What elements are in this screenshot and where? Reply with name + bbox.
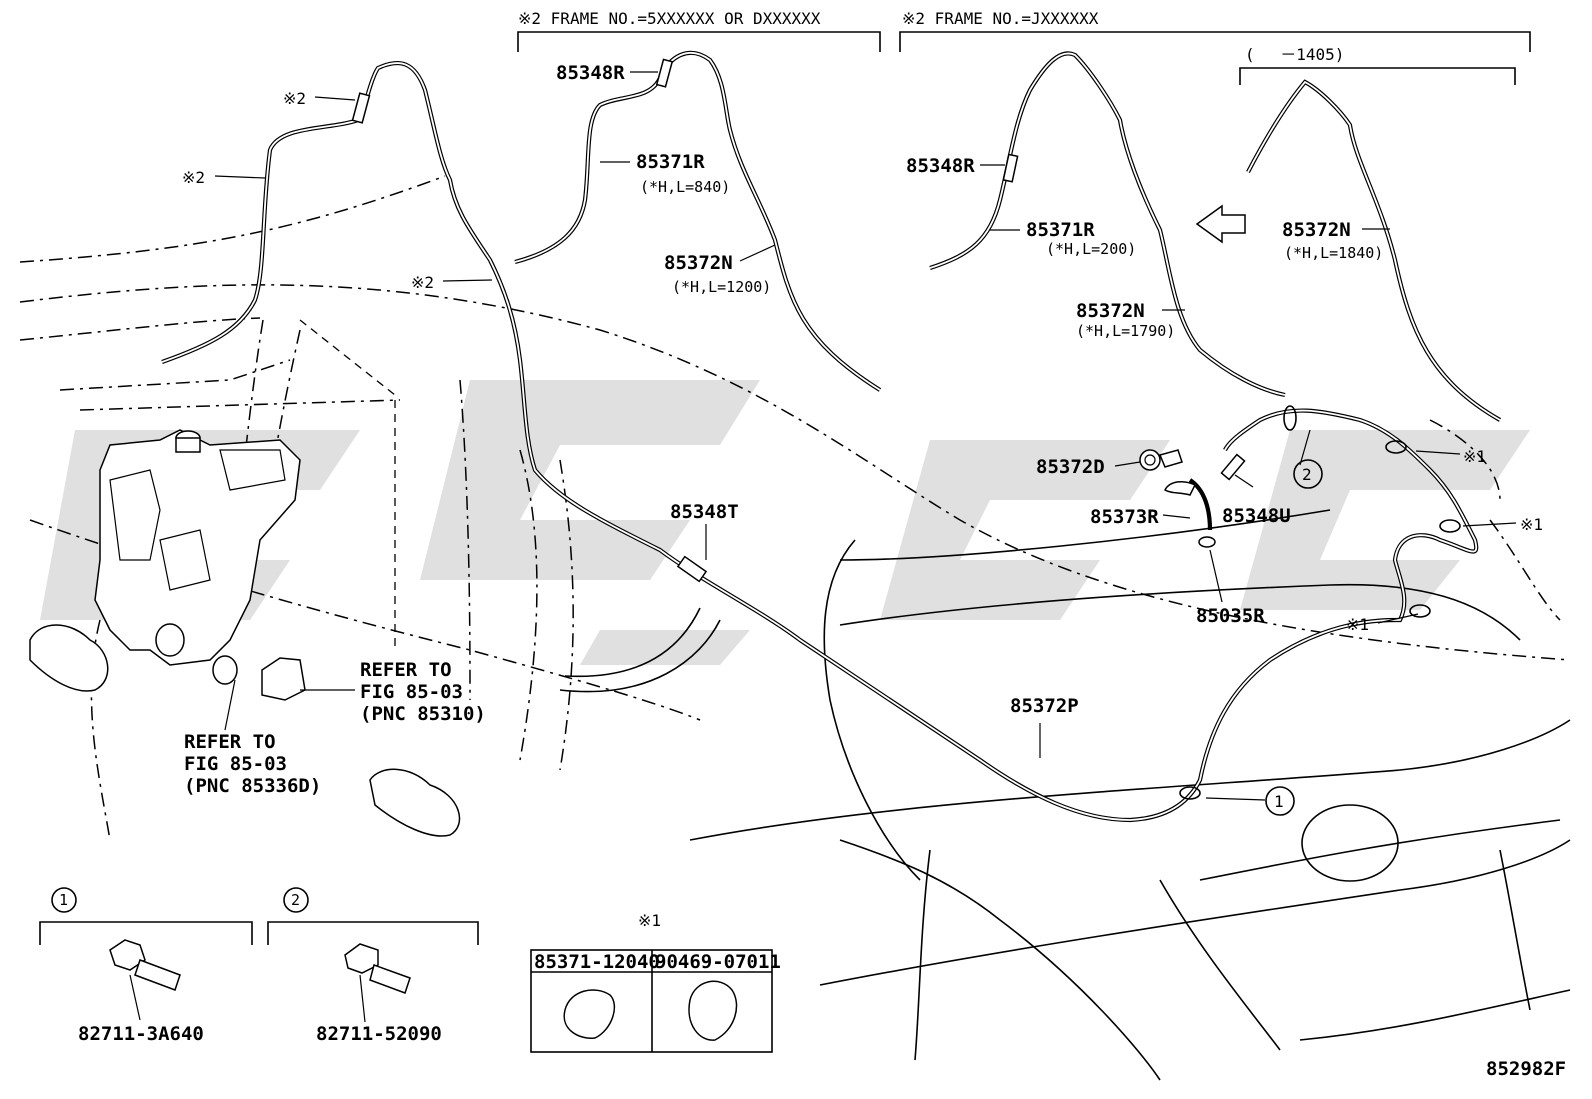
refer-85336D-line1: REFER TO [184, 731, 276, 753]
clip-detail-2: 2 82711-52090 [267, 887, 479, 1045]
mark-x1-c: ※1 [1346, 615, 1369, 634]
mark-x2-top: ※2 [283, 89, 306, 108]
label-85348R-frameJ: 85348R [906, 155, 975, 177]
label-85373R: 85373R [1090, 506, 1159, 528]
label-85348T: 85348T [670, 501, 739, 523]
circle-2-text: 2 [1302, 465, 1312, 484]
svg-text:82711-3A640: 82711-3A640 [78, 1023, 204, 1045]
mark-x2-left: ※2 [182, 168, 205, 187]
svg-text:※1: ※1 [638, 911, 661, 930]
hose-lines [161, 50, 1502, 823]
clamp-table: ※1 85371-12040 90469-07011 [530, 911, 781, 1053]
label-85348U: 85348U [1222, 505, 1291, 527]
mark-x1-a: ※1 [1463, 447, 1486, 466]
refer-85310-line3: (PNC 85310) [360, 703, 486, 725]
refer-85336D-line2: FIG 85-03 [184, 753, 287, 775]
hose-joints [351, 58, 1246, 583]
header-frameJ: ※2 FRAME NO.=JXXXXXX [902, 9, 1099, 28]
length-85372N-frameJ: (*H,L=1790) [1076, 322, 1175, 340]
length-85372N-frame5: (*H,L=1200) [672, 278, 771, 296]
svg-text:82711-52090: 82711-52090 [316, 1023, 442, 1045]
svg-text:1: 1 [59, 891, 68, 909]
label-85372N-frameJ: 85372N [1076, 300, 1145, 322]
refer-85310-line1: REFER TO [360, 659, 452, 681]
label-85371R-frame5: 85371R [636, 151, 705, 173]
header-range: ( －1405) [1245, 45, 1344, 64]
label-85372N-frame5: 85372N [664, 252, 733, 274]
mark-x2-mid: ※2 [411, 273, 434, 292]
svg-text:85371-12040: 85371-12040 [534, 951, 660, 973]
arrow-icon [1195, 204, 1246, 244]
nozzle-parts [1139, 449, 1216, 548]
washer-tank [29, 429, 461, 837]
circle-2-marker [1293, 459, 1323, 489]
label-85348R-frame5: 85348R [556, 62, 625, 84]
svg-text:2: 2 [291, 891, 300, 909]
header-frame5: ※2 FRAME NO.=5XXXXXX OR DXXXXXX [518, 9, 821, 28]
label-85372D: 85372D [1036, 456, 1105, 478]
length-85371R-frame5: (*H,L=840) [640, 178, 730, 196]
label-85371R-frameJ: 85371R [1026, 219, 1095, 241]
drawing-id: 852982F [1486, 1058, 1566, 1080]
refer-85336D-line3: (PNC 85336D) [184, 775, 321, 797]
leader-lines [214, 71, 1517, 801]
svg-text:90469-07011: 90469-07011 [655, 951, 781, 973]
label-85035R: 85035R [1196, 605, 1265, 627]
length-85371R-frameJ: (*H,L=200) [1046, 240, 1136, 258]
label-85372N-range: 85372N [1282, 219, 1351, 241]
circle-1-text: 1 [1274, 792, 1284, 811]
clamp-rings [1179, 405, 1461, 800]
mark-x1-b: ※1 [1520, 515, 1543, 534]
circle-1-marker [1265, 786, 1295, 816]
label-85372P: 85372P [1010, 695, 1079, 717]
length-85372N-range: (*H,L=1840) [1284, 244, 1383, 262]
refer-85310-line2: FIG 85-03 [360, 681, 463, 703]
clip-detail-1: 1 82711-3A640 [39, 887, 253, 1045]
header-brackets [517, 31, 1531, 85]
